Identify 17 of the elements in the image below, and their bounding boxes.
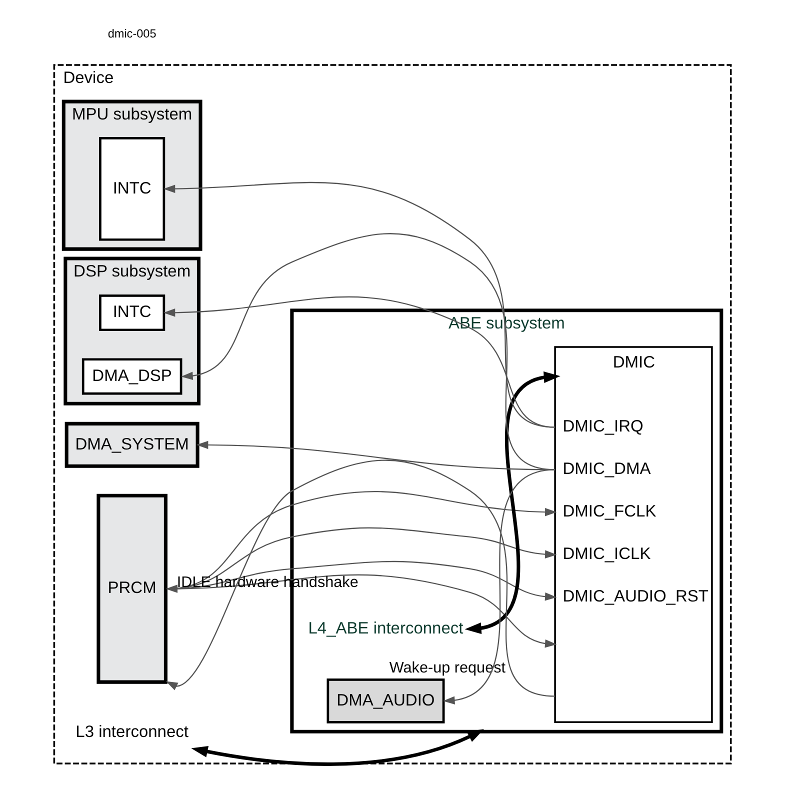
node-box: DMA_AUDIO xyxy=(326,678,444,724)
node-box: PRCM xyxy=(96,494,167,684)
label: dmic-005 xyxy=(107,27,156,40)
arrow xyxy=(442,469,555,704)
node-text: L3 interconnect xyxy=(75,723,188,742)
node-box: DMA_DSP xyxy=(81,358,182,395)
arrow xyxy=(464,371,560,634)
node-text: L4_ABE interconnect xyxy=(308,619,463,638)
arrow xyxy=(162,182,555,428)
node-box: INTC xyxy=(98,294,165,332)
arrow xyxy=(165,460,555,697)
arrow xyxy=(162,296,555,428)
arrow xyxy=(165,574,556,648)
node-box: INTC xyxy=(98,136,165,241)
node-box: DMIC DMIC_IRQ DMIC_DMA DMIC_FCLK DMIC_ICLK DMIC_AUDIO_RST xyxy=(554,346,712,724)
node-box: DMA_SYSTEM xyxy=(64,422,199,468)
arrow xyxy=(190,729,484,766)
